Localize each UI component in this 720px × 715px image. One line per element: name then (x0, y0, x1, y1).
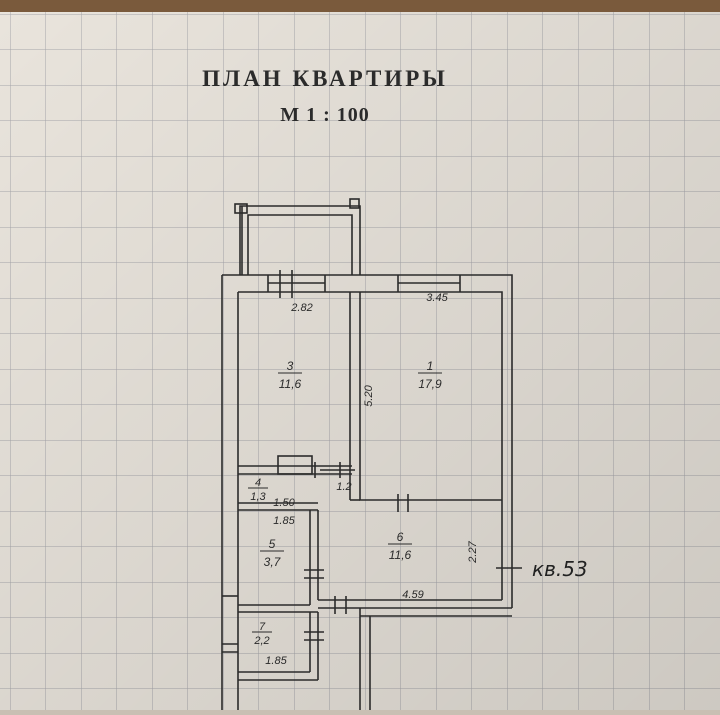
ventilation-shaft (277, 455, 313, 475)
room-1-area: 17,9 (418, 377, 442, 391)
room-1-number: 1 (427, 359, 434, 373)
outer-wall-top-right (222, 274, 513, 608)
dim-door-12: 1.2 (336, 481, 351, 493)
balcony-post-right (349, 198, 360, 209)
dim-room6-length: 4.59 (402, 589, 423, 601)
room-3-number: 3 (287, 359, 294, 373)
window-room3 (267, 275, 326, 292)
dim-room1-width: 3.45 (426, 292, 448, 304)
plan-title: ПЛАН КВАРТИРЫ (202, 66, 448, 91)
dim-room4-width: 1.50 (273, 497, 295, 509)
dim-room1-length: 5.20 (363, 384, 375, 406)
room-7-area: 2,2 (253, 635, 269, 647)
room-4-number: 4 (255, 477, 261, 489)
dim-room6-width: 2.27 (467, 540, 479, 563)
balcony (239, 205, 361, 275)
dim-room7-width: 1.85 (265, 655, 287, 667)
dim-room5-width: 1.85 (273, 515, 295, 527)
room-labels: 3 11,6 1 17,9 4 1,3 5 3,7 6 11,6 7 2,2 (248, 359, 442, 647)
balcony-post-left (234, 203, 248, 214)
room-5-area: 3,7 (264, 555, 282, 569)
window-room1 (397, 275, 461, 292)
dim-room3-width: 2.82 (290, 302, 312, 314)
room-4-area: 1,3 (250, 491, 266, 503)
apartment-label: кв.53 (532, 557, 588, 581)
walls (221, 198, 522, 710)
room-7-number: 7 (259, 621, 266, 633)
room-3-area: 11,6 (279, 377, 302, 391)
room-6-number: 6 (397, 530, 404, 544)
dimensions: 2.82 3.45 5.20 1.50 1.2 1.85 2.27 4.59 1… (265, 292, 479, 667)
plan-scale: М 1 : 100 (280, 104, 370, 126)
room-6-area: 11,6 (389, 548, 412, 562)
room-5-number: 5 (269, 537, 276, 551)
